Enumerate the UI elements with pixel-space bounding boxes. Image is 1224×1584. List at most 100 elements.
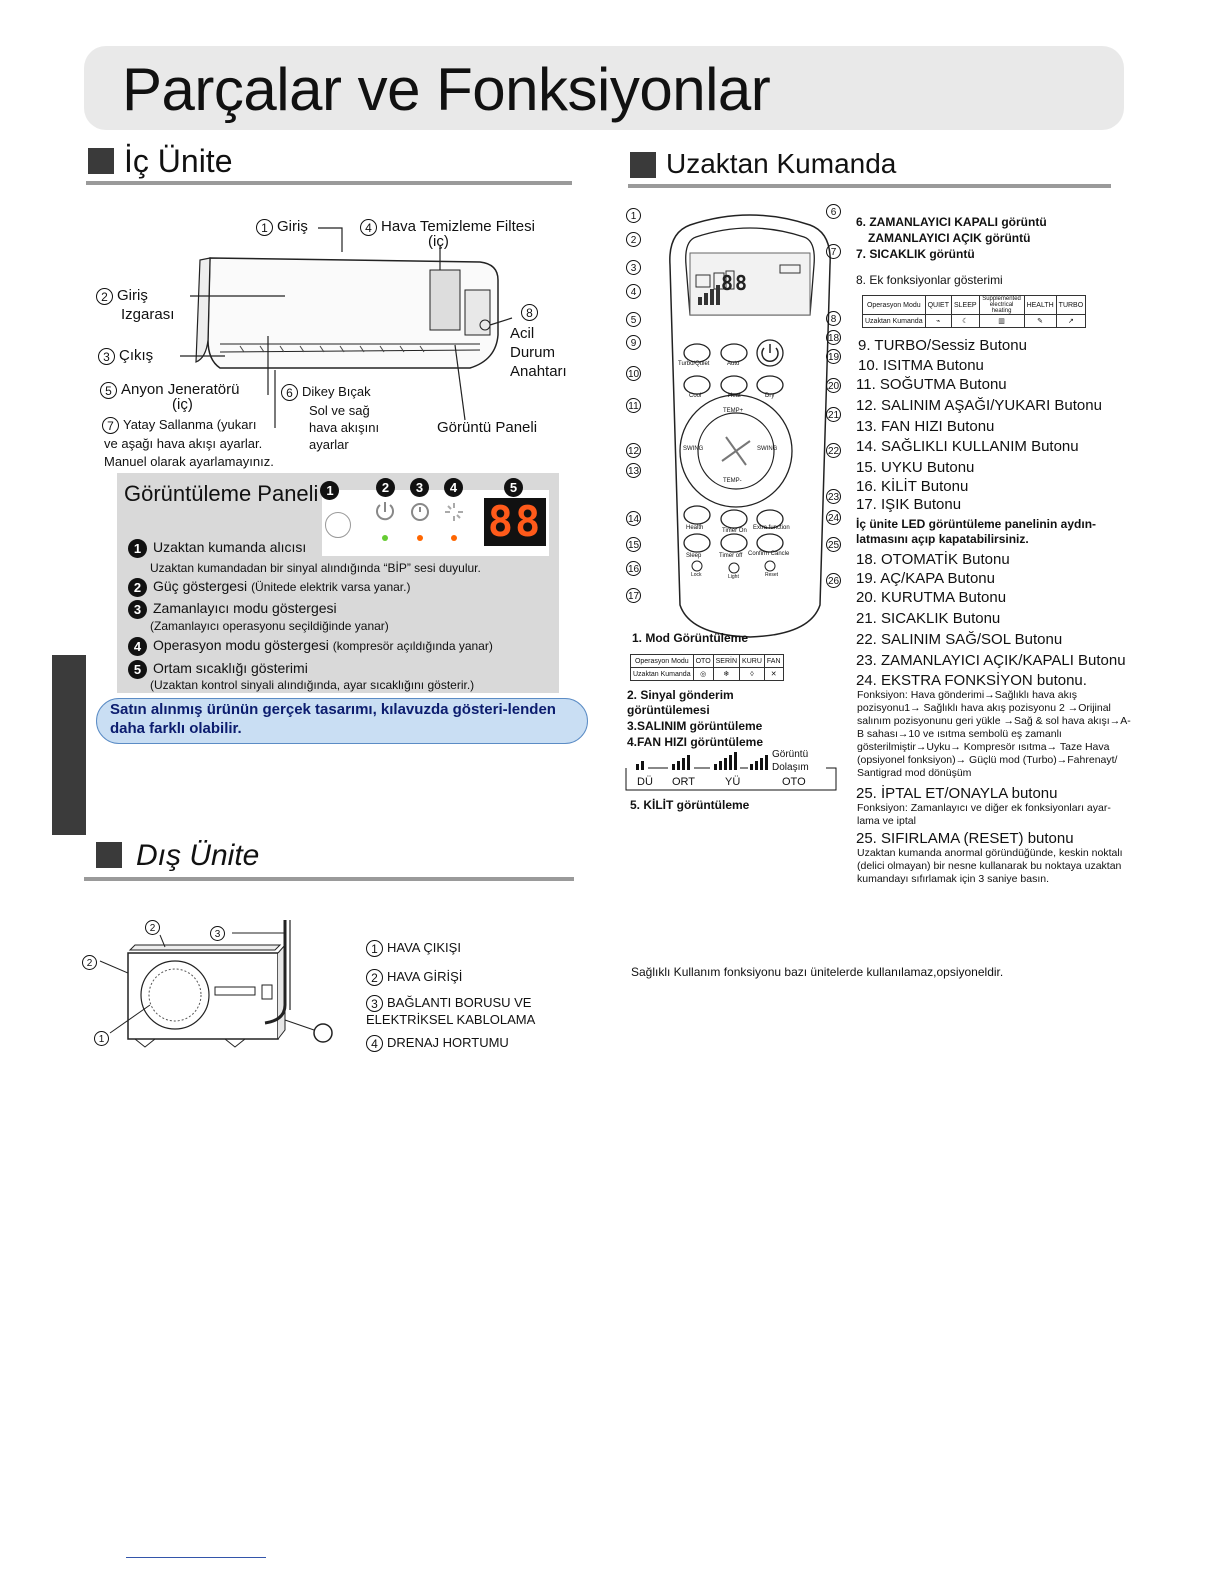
desc-6b: ZAMANLAYICI AÇIK görüntü: [868, 231, 1031, 245]
btn-lock-label: Lock: [691, 572, 702, 578]
panel-num-5: 5: [504, 478, 523, 497]
btn-light-label: Light: [728, 574, 739, 580]
remote-drawing: [669, 214, 831, 638]
label-acil-num: 8: [521, 303, 542, 321]
btn-heat-label: Heat: [728, 393, 741, 399]
kilit-desc: 5. KİLİT görüntüleme: [630, 798, 750, 812]
list-11: 11. SOĞUTMA Butonu: [856, 376, 1007, 393]
panel-item-3-desc: (Zamanlayıcı operasyonu seçildiğinde yan…: [150, 619, 389, 633]
receiver-icon: [325, 512, 351, 538]
list-9: 9. TURBO/Sessiz Butonu: [858, 337, 1027, 354]
remote-callout-19: 19: [826, 347, 841, 365]
btn-dry-label: Dry: [765, 393, 775, 399]
outdoor-callout-1: 1: [94, 1029, 109, 1047]
extra-title: 8. Ek fonksiyonlar gösterimi: [856, 273, 1003, 287]
list-23: 23. ZAMANLAYICI AÇIK/KAPALI Butonu: [856, 652, 1126, 669]
btn-swing-right-label: SWING: [757, 446, 778, 452]
list-19: 19. AÇ/KAPA Butonu: [856, 570, 995, 587]
note-text: Satın alınmış ürünün gerçek tasarımı, kı…: [110, 701, 556, 737]
list-12: 12. SALINIM AŞAĞI/YUKARI Butonu: [856, 397, 1102, 414]
fan-level-du: DÜ: [637, 776, 653, 788]
btn-sleep-label: Sleep: [686, 553, 702, 559]
label-yatay-2: ve aşağı hava akışı ayarlar.: [104, 436, 263, 451]
btn-extra-label: Extra function: [753, 525, 790, 531]
btn-turbo-label: Turbo/Quiet: [678, 361, 710, 367]
label-giris-izgarasi-2: Izgarası: [121, 306, 175, 323]
mode-icon: [445, 503, 463, 521]
remote-callout-23: 23: [826, 487, 841, 505]
btn-temp-minus-label: TEMP-: [723, 478, 742, 484]
bottom-link-line: [126, 1557, 266, 1558]
label-dikey-desc-1: Sol ve sağ: [309, 403, 370, 418]
fan-cycle: Görüntü Dolaşım: [772, 749, 809, 773]
led-note: İç ünite LED görüntüleme panelinin aydın…: [856, 517, 1097, 546]
temperature-digits: 88: [484, 498, 546, 546]
iptal-title: 25. İPTAL ET/ONAYLA butonu: [856, 785, 1058, 802]
list-10: 10. ISITMA Butonu: [858, 357, 984, 374]
remote-callout-21: 21: [826, 405, 841, 423]
remote-callout-12: 12: [626, 441, 641, 459]
outdoor-unit-drawing: [99, 920, 333, 1048]
signal-desc: 2. Sinyal gönderim görüntülemesi: [627, 688, 734, 717]
btn-temp-plus-label: TEMP+: [723, 408, 744, 414]
list-24: 24. EKSTRA FONKSİYON butonu.: [856, 672, 1087, 689]
remote-callout-25: 25: [826, 535, 841, 553]
btn-cool-label: Cool: [689, 393, 702, 399]
remote-callout-22: 22: [826, 441, 841, 459]
panel-num-2: 2: [376, 478, 395, 497]
fan-level-ort: ORT: [672, 776, 696, 788]
label-anyon-2: (iç): [172, 396, 193, 413]
remote-callout-17: 17: [626, 586, 641, 604]
indoor-rule: [86, 181, 572, 185]
power-icon: [376, 502, 394, 521]
remote-callout-7: 7: [826, 242, 841, 260]
list-16: 16. KİLİT Butonu: [856, 478, 969, 495]
btn-health-label: Health: [686, 525, 704, 531]
fan-level-yu: YÜ: [725, 776, 741, 788]
remote-callout-8: 8: [826, 309, 841, 327]
page-title: Parçalar ve Fonksiyonlar: [122, 56, 771, 123]
remote-heading: Uzaktan Kumanda: [666, 148, 897, 179]
panel-num-3: 3: [410, 478, 429, 497]
outdoor-callout-3: 3: [210, 924, 225, 942]
btn-timer-off-label: Timer off: [719, 553, 743, 559]
outdoor-callout-2a: 2: [145, 918, 160, 936]
label-acil-3: Anahtarı: [510, 363, 567, 380]
btn-swing-left-label: SWING: [683, 446, 704, 452]
fan-speed-diagram: [625, 752, 837, 791]
remote-callout-9: 9: [626, 333, 641, 351]
btn-auto-label: Auto: [727, 361, 740, 367]
list-22: 22. SALINIM SAĞ/SOL Butonu: [856, 631, 1063, 648]
panel-indicator-icons: [376, 502, 463, 541]
remote-callout-6: 6: [826, 202, 841, 220]
label-goruntu-paneli: Görüntü Paneli: [437, 419, 538, 436]
side-tab: [52, 655, 86, 835]
reset-desc: Uzaktan kumanda anormal göründüğünde, ke…: [857, 847, 1123, 885]
desc-7: 7. SICAKLIK görüntü: [856, 247, 975, 261]
remote-callout-20: 20: [826, 376, 841, 394]
remote-callout-14: 14: [626, 509, 641, 527]
remote-callout-3: 3: [626, 258, 641, 276]
label-acil-1: Acil: [510, 325, 535, 342]
remote-callout-13: 13: [626, 461, 641, 479]
section-square-icon: [630, 152, 656, 178]
label-filter-sub: (iç): [428, 233, 449, 250]
mode-title: 1. Mod Görüntüleme: [632, 631, 749, 645]
panel-item-5-desc: (Uzaktan kontrol sinyali alındığında, ay…: [150, 678, 475, 692]
remote-callout-15: 15: [626, 535, 641, 553]
remote-callout-16: 16: [626, 559, 641, 577]
outdoor-heading: Dış Ünite: [136, 839, 260, 872]
indoor-heading: İç Ünite: [124, 143, 233, 179]
remote-callout-2: 2: [626, 230, 641, 248]
remote-lcd-digits: 88: [720, 271, 750, 295]
